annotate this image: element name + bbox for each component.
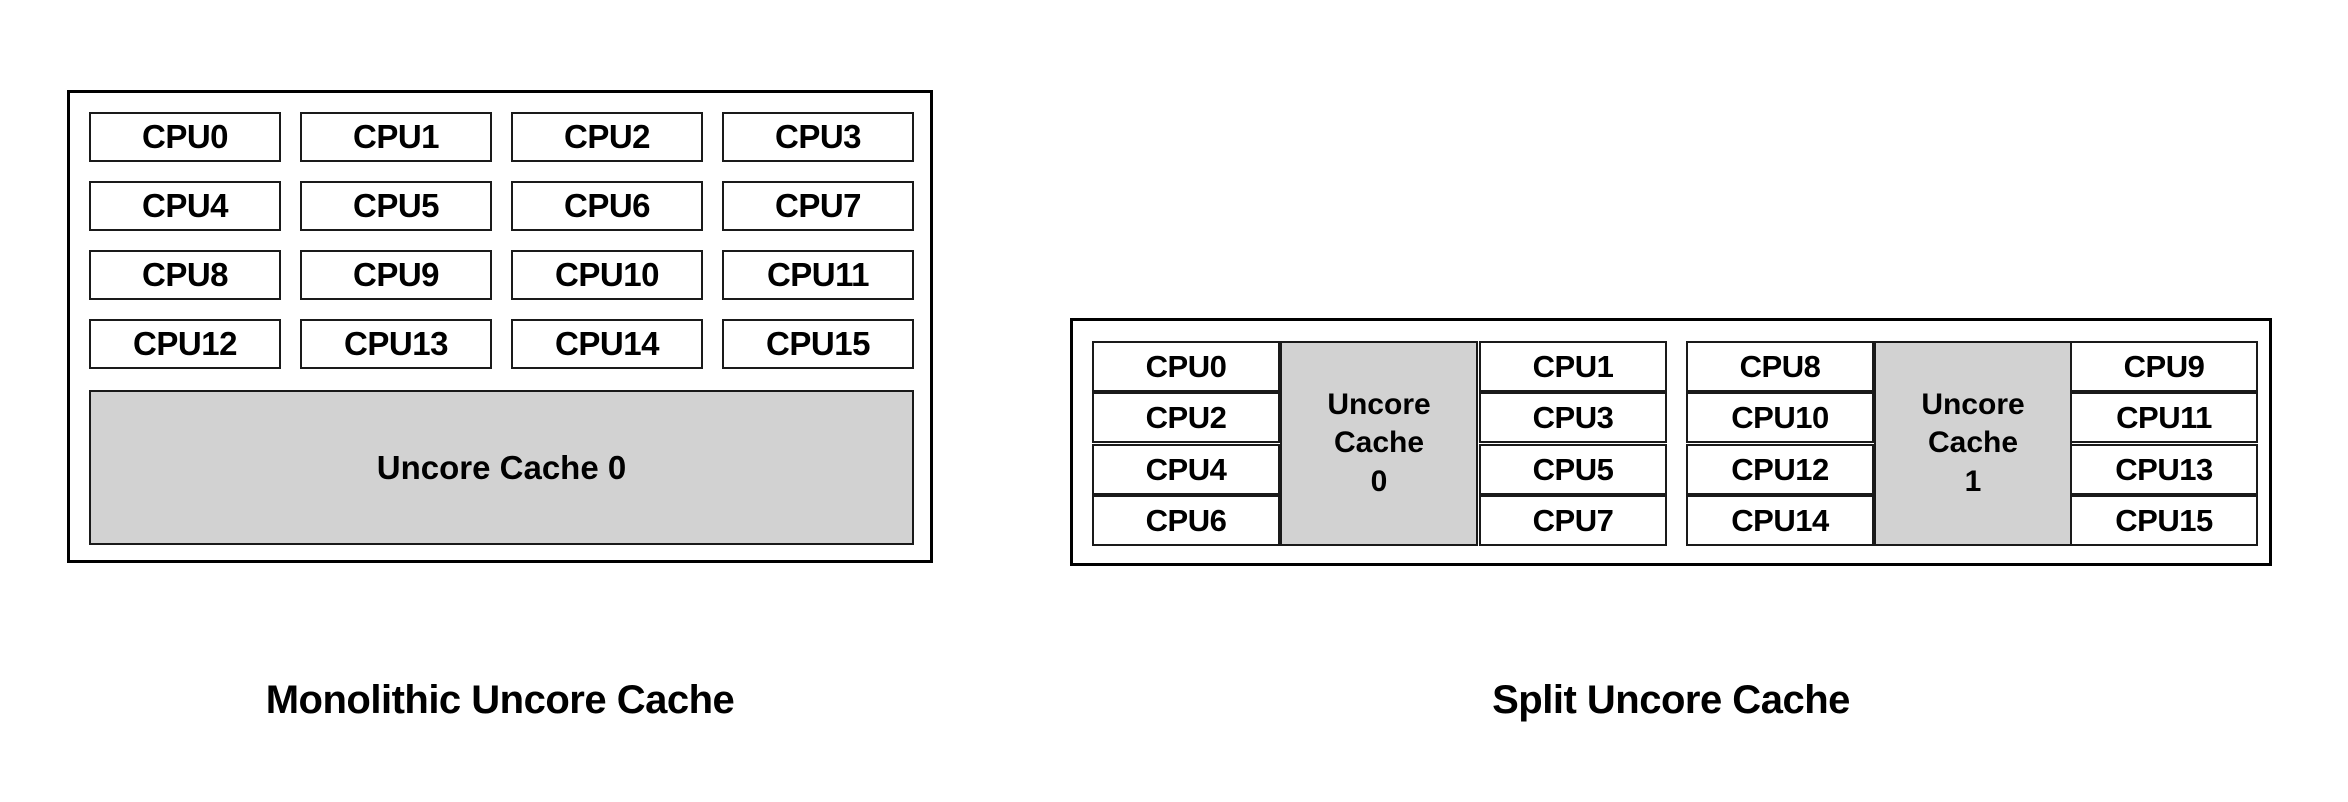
cpu-box: CPU15 [2070,495,2258,546]
cpu-box: CPU6 [1092,495,1280,546]
cpu-box: CPU0 [1092,341,1280,392]
uncore-cache-block: Uncore Cache 1 [1874,341,2072,546]
cpu-box: CPU4 [89,181,281,231]
cpu-box: CPU14 [511,319,703,369]
cpu-box: CPU3 [1479,392,1667,443]
cpu-box: CPU3 [722,112,914,162]
cpu-box: CPU12 [1686,444,1874,495]
cpu-box: CPU10 [1686,392,1874,443]
cpu-box: CPU11 [722,250,914,300]
monolithic-caption: Monolithic Uncore Cache [265,678,735,722]
cpu-box: CPU13 [2070,444,2258,495]
uncore-cache-label-line1: Uncore [1327,387,1431,421]
cpu-box: CPU4 [1092,444,1280,495]
cpu-box: CPU7 [1479,495,1667,546]
cpu-box: CPU8 [1686,341,1874,392]
cpu-box: CPU9 [300,250,492,300]
cpu-box: CPU1 [1479,341,1667,392]
cpu-box: CPU5 [300,181,492,231]
split-socket-panel: CPU0 CPU2 CPU4 CPU6 Uncore Cache 0 CPU1 … [1070,318,2272,566]
split-caption: Split Uncore Cache [1492,678,1850,722]
cpu-box: CPU12 [89,319,281,369]
cpu-box: CPU14 [1686,495,1874,546]
cpu-box: CPU8 [89,250,281,300]
split-cache-group: CPU0 CPU2 CPU4 CPU6 Uncore Cache 0 CPU1 … [1092,341,1667,546]
cpu-box: CPU11 [2070,392,2258,443]
uncore-cache-label-line2: Cache [1927,426,2019,460]
cpu-box: CPU13 [300,319,492,369]
uncore-cache-label-line3: 1 [1964,464,1982,498]
cpu-box: CPU1 [300,112,492,162]
monolithic-socket-panel: CPU0 CPU1 CPU2 CPU3 CPU4 CPU5 CPU6 CPU7 … [67,90,933,563]
uncore-cache-label-line2: Cache [1333,426,1425,460]
uncore-cache-block: Uncore Cache 0 [1280,341,1478,546]
cpu-box: CPU6 [511,181,703,231]
cpu-box: CPU10 [511,250,703,300]
uncore-cache-label-line1: Uncore [1921,387,2025,421]
cpu-box: CPU0 [89,112,281,162]
cpu-box: CPU5 [1479,444,1667,495]
split-cache-group: CPU8 CPU10 CPU12 CPU14 Uncore Cache 1 CP… [1686,341,2258,546]
cpu-box: CPU9 [2070,341,2258,392]
uncore-cache-label-line3: 0 [1370,464,1388,498]
cpu-box: CPU15 [722,319,914,369]
cpu-box: CPU2 [511,112,703,162]
cpu-box: CPU2 [1092,392,1280,443]
cpu-box: CPU7 [722,181,914,231]
uncore-cache-block: Uncore Cache 0 [89,390,914,545]
